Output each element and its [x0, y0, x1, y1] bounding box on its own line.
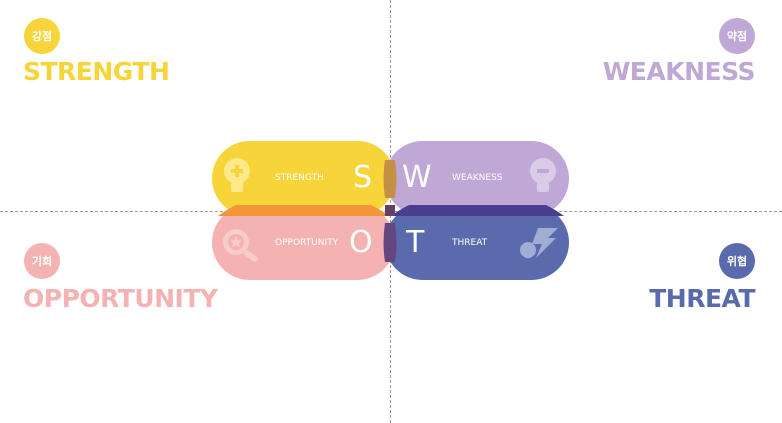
pill-weakness-label: WEAKNESS [452, 173, 503, 183]
pill-strength-label: STRENGTH [275, 173, 324, 183]
magnifier-star-icon [220, 227, 264, 267]
strength-badge: 강점 [24, 18, 60, 54]
weakness-title: WEAKNESS [602, 57, 756, 86]
pill-weakness-letter: W [402, 160, 432, 195]
lightbulb-plus-icon [222, 156, 252, 200]
threat-badge-text: 위협 [726, 255, 748, 268]
overlap-weakness-threat [391, 205, 564, 216]
lightning-icon [518, 224, 562, 268]
pill-strength-shape [212, 141, 395, 216]
pill-opportunity-letter: O [349, 225, 373, 260]
pill-opportunity-shape [212, 205, 395, 280]
weakness-badge-text: 약점 [726, 30, 748, 43]
threat-badge: 위협 [719, 243, 755, 279]
overlap-opportunity-threat [383, 223, 397, 262]
weakness-badge: 약점 [719, 18, 755, 54]
pill-threat-label: THREAT [452, 238, 488, 248]
overlap-center [385, 205, 395, 216]
overlap-strength-weakness [383, 160, 397, 198]
opportunity-badge: 기회 [24, 243, 60, 279]
overlap-strength-opportunity [218, 205, 389, 216]
pill-opportunity-label: OPPORTUNITY [275, 238, 339, 248]
opportunity-title: OPPORTUNITY [23, 284, 218, 313]
strength-badge-text: 강점 [31, 30, 53, 43]
lightbulb-minus-icon [528, 156, 558, 200]
pill-threat-shape [385, 205, 569, 280]
pill-weakness-shape [385, 141, 569, 216]
strength-title: STRENGTH [23, 57, 170, 86]
opportunity-badge-text: 기회 [31, 255, 53, 268]
pill-strength-letter: S [353, 160, 373, 195]
pill-threat-letter: T [406, 225, 425, 260]
threat-title: THREAT [649, 284, 755, 313]
